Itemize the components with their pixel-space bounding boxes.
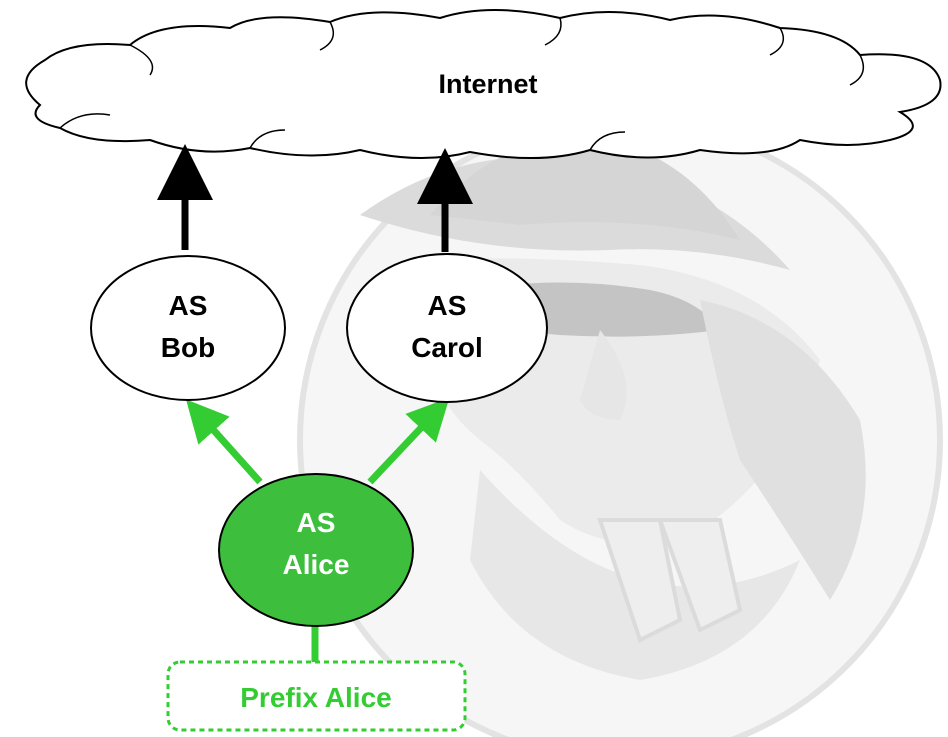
node-as-alice: AS Alice	[218, 473, 414, 627]
prefix-alice-label: Prefix Alice	[240, 682, 391, 713]
arrow-alice-to-carol	[367, 397, 450, 485]
prefix-alice-box: Prefix Alice	[166, 660, 467, 732]
internet-label: Internet	[438, 69, 537, 99]
node-as-bob-line1: AS	[169, 290, 208, 321]
node-as-carol: AS Carol	[346, 253, 548, 403]
node-as-alice-line2: Alice	[283, 549, 350, 580]
node-as-bob-line2: Bob	[161, 332, 215, 363]
node-as-bob: AS Bob	[90, 255, 286, 401]
internet-cloud: Internet	[25, 9, 942, 160]
spy-figure-icon	[297, 117, 943, 737]
node-as-carol-line1: AS	[428, 290, 467, 321]
node-as-alice-line1: AS	[297, 507, 336, 538]
node-as-carol-line2: Carol	[411, 332, 483, 363]
arrow-alice-to-bob	[185, 399, 263, 485]
